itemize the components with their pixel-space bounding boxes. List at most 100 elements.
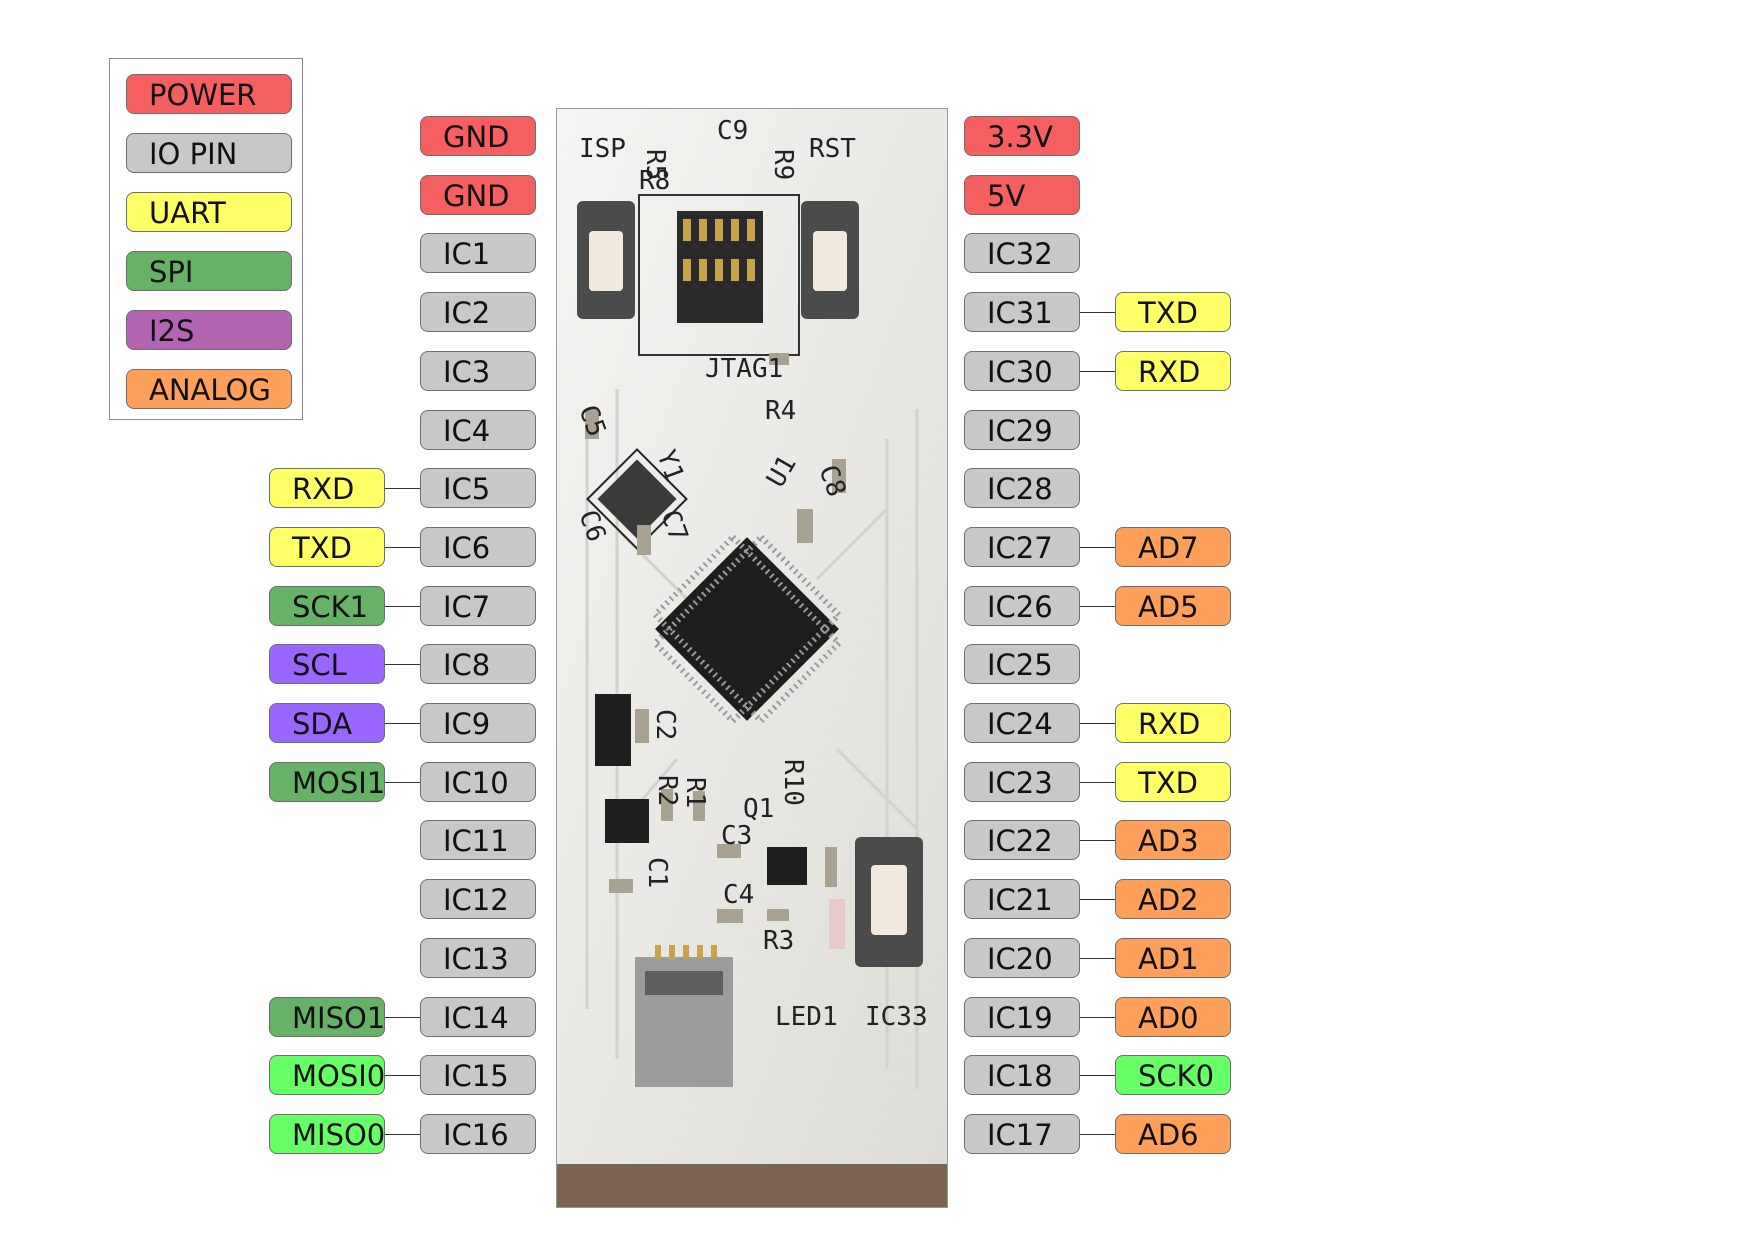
right-pin-ic30: IC30 [964,351,1080,391]
right-pin-ic20: IC20 [964,938,1080,978]
right-wire-ic31 [1080,312,1115,313]
left-pin-ic13: IC13 [420,938,536,978]
silk-r4: R4 [765,396,796,426]
right-func-ad5-ic26: AD5 [1115,586,1231,626]
silk-led1: LED1 [775,1002,838,1032]
left-func-mosi0-ic15: MOSI0 [269,1055,385,1095]
left-wire-ic7 [385,606,420,607]
right-func-ad0-ic19: AD0 [1115,997,1231,1037]
left-pin-ic6: IC6 [420,527,536,567]
left-func-miso1-ic14: MISO1 [269,997,385,1037]
silk-q1: Q1 [743,794,774,824]
legend-spi: SPI [126,251,292,291]
right-pin-ic24: IC24 [964,703,1080,743]
left-pin-ic3: IC3 [420,351,536,391]
left-wire-ic9 [385,723,420,724]
right-pin-ic26: IC26 [964,586,1080,626]
board-illustration: ISP R5 C9 R9 RST R8 JTAG1 R4 C5 Y1 C7 U1… [557,109,947,1207]
left-wire-ic5 [385,488,420,489]
silk-c9: C9 [717,116,748,146]
right-wire-ic23 [1080,782,1115,783]
right-func-sck0-ic18: SCK0 [1115,1055,1231,1095]
left-wire-ic8 [385,664,420,665]
left-wire-ic10 [385,782,420,783]
right-wire-ic27 [1080,547,1115,548]
left-func-sda-ic9: SDA [269,703,385,743]
left-func-rxd-ic5: RXD [269,468,385,508]
right-pin-3-3v: 3.3V [964,116,1080,156]
left-func-mosi1-ic10: MOSI1 [269,762,385,802]
right-pin-ic29: IC29 [964,410,1080,450]
right-pin-ic17: IC17 [964,1114,1080,1154]
right-func-rxd-ic30: RXD [1115,351,1231,391]
silk-c1: C1 [642,857,672,888]
silk-c3: C3 [721,821,752,851]
right-wire-ic20 [1080,958,1115,959]
left-func-sck1-ic7: SCK1 [269,586,385,626]
right-pin-ic22: IC22 [964,820,1080,860]
right-pin-ic25: IC25 [964,644,1080,684]
silk-isp: ISP [579,134,626,164]
left-pin-ic5: IC5 [420,468,536,508]
right-wire-ic26 [1080,606,1115,607]
silk-jtag1: JTAG1 [705,354,783,384]
right-func-ad3-ic22: AD3 [1115,820,1231,860]
right-func-txd-ic31: TXD [1115,292,1231,332]
right-wire-ic17 [1080,1134,1115,1135]
left-pin-ic11: IC11 [420,820,536,860]
right-func-rxd-ic24: RXD [1115,703,1231,743]
legend-power: POWER [126,74,292,114]
right-pin-ic27: IC27 [964,527,1080,567]
silk-c2: C2 [650,709,680,740]
left-wire-ic15 [385,1075,420,1076]
legend-analog: ANALOG [126,369,292,409]
board-photo: ISP R5 C9 R9 RST R8 JTAG1 R4 C5 Y1 C7 U1… [556,108,948,1208]
right-pin-ic23: IC23 [964,762,1080,802]
left-func-scl-ic8: SCL [269,644,385,684]
right-func-ad1-ic20: AD1 [1115,938,1231,978]
right-pin-ic28: IC28 [964,468,1080,508]
right-wire-ic21 [1080,899,1115,900]
left-pin-ic8: IC8 [420,644,536,684]
legend-i2s: I2S [126,310,292,350]
left-pin-ic16: IC16 [420,1114,536,1154]
left-pin-gnd-1: GND [420,116,536,156]
right-func-txd-ic23: TXD [1115,762,1231,802]
right-pin-ic31: IC31 [964,292,1080,332]
right-func-ad7-ic27: AD7 [1115,527,1231,567]
silk-r9: R9 [768,149,798,180]
silk-r1: R1 [680,777,710,808]
silk-rst: RST [809,134,856,164]
left-pin-ic2: IC2 [420,292,536,332]
right-wire-ic22 [1080,840,1115,841]
silk-ic33: IC33 [865,1002,928,1032]
right-wire-ic19 [1080,1017,1115,1018]
left-pin-ic10: IC10 [420,762,536,802]
left-pin-ic9: IC9 [420,703,536,743]
left-pin-ic1: IC1 [420,233,536,273]
silk-r5: R5 [640,149,670,180]
right-pin-ic32: IC32 [964,233,1080,273]
left-func-miso0-ic16: MISO0 [269,1114,385,1154]
left-pin-ic4: IC4 [420,410,536,450]
right-wire-ic18 [1080,1075,1115,1076]
right-func-ad2-ic21: AD2 [1115,879,1231,919]
left-wire-ic14 [385,1017,420,1018]
silk-r10: R10 [778,759,808,806]
silk-c4: C4 [723,880,754,910]
right-wire-ic30 [1080,371,1115,372]
silk-r3: R3 [763,926,794,956]
left-pin-ic14: IC14 [420,997,536,1037]
left-pin-ic15: IC15 [420,1055,536,1095]
silk-r2: R2 [652,775,682,806]
left-func-txd-ic6: TXD [269,527,385,567]
right-pin-ic18: IC18 [964,1055,1080,1095]
right-pin-ic21: IC21 [964,879,1080,919]
right-wire-ic24 [1080,723,1115,724]
right-func-ad6-ic17: AD6 [1115,1114,1231,1154]
legend-io-pin: IO PIN [126,133,292,173]
right-pin-5v: 5V [964,175,1080,215]
silk-r8: R8 [639,166,670,196]
legend-uart: UART [126,192,292,232]
left-pin-ic12: IC12 [420,879,536,919]
